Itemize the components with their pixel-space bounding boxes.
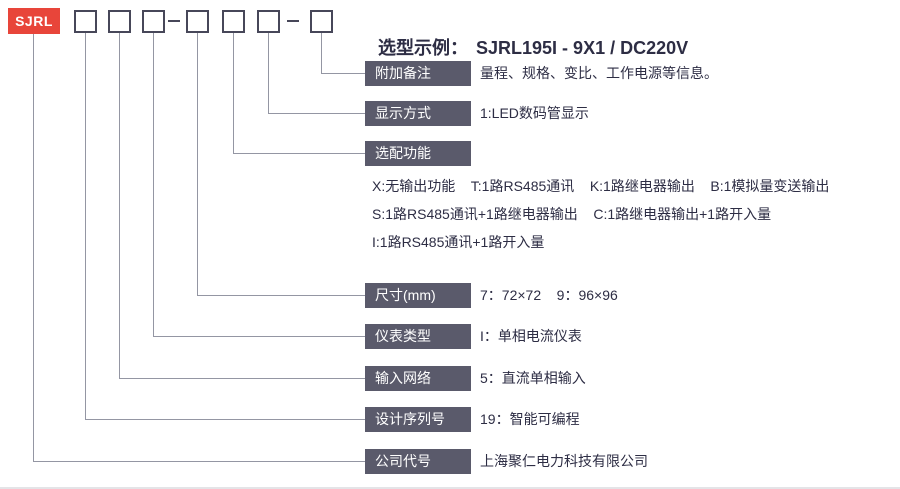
field-label-company-code: 公司代号 [365, 449, 471, 474]
optional-functions-line-3: I:1路RS485通讯+1路开入量 [372, 234, 545, 250]
connector-display-mode-v [268, 33, 269, 113]
field-desc-dimensions: 7：72×72 9：96×96 [480, 287, 618, 303]
optional-functions-line-2: S:1路RS485通讯+1路继电器输出 C:1路继电器输出+1路开入量 [372, 206, 772, 222]
connector-optional-functions-h [233, 153, 365, 154]
connector-input-network-h [119, 378, 365, 379]
connector-meter-type-h [153, 336, 365, 337]
model-example-label: 选型示例： [378, 38, 469, 58]
field-desc-display-mode: 1:LED数码管显示 [480, 105, 589, 121]
connector-company-code-v [33, 34, 34, 461]
connector-remarks-h [321, 73, 365, 74]
code-box-meter-type [142, 10, 165, 33]
bottom-divider [0, 487, 900, 489]
code-box-remarks [310, 10, 333, 33]
field-desc-company-code: 上海聚仁电力科技有限公司 [480, 453, 648, 469]
connector-design-series-h [85, 419, 365, 420]
code-separator-dash-2 [287, 20, 299, 22]
field-label-remarks: 附加备注 [365, 61, 471, 86]
connector-design-series-v [85, 33, 86, 419]
field-desc-design-series: 19：智能可编程 [480, 411, 580, 427]
connector-company-code-h [33, 461, 365, 462]
optional-functions-line-1: X:无输出功能 T:1路RS485通讯 K:1路继电器输出 B:1模拟量变送输出 [372, 178, 830, 194]
code-box-dimensions [186, 10, 209, 33]
field-label-dimensions: 尺寸(mm) [365, 283, 471, 308]
code-box-optional-functions [222, 10, 245, 33]
code-separator-dash-1 [168, 20, 180, 22]
code-box-display-mode [257, 10, 280, 33]
field-label-input-network: 输入网络 [365, 366, 471, 391]
field-label-meter-type: 仪表类型 [365, 324, 471, 349]
connector-meter-type-v [153, 33, 154, 336]
field-label-optional-functions: 选配功能 [365, 141, 471, 166]
connector-dimensions-v [197, 33, 198, 295]
field-label-display-mode: 显示方式 [365, 101, 471, 126]
field-desc-remarks: 量程、规格、变比、工作电源等信息。 [480, 65, 718, 81]
model-example: 选型示例： SJRL195I - 9X1 / DC220V [358, 9, 688, 58]
field-desc-meter-type: I：单相电流仪表 [480, 328, 582, 344]
model-example-value: SJRL195I - 9X1 / DC220V [476, 38, 689, 58]
connector-input-network-v [119, 33, 120, 378]
brand-label: SJRL [15, 13, 53, 29]
connector-display-mode-h [268, 113, 365, 114]
code-box-design-series [74, 10, 97, 33]
brand-badge: SJRL [8, 8, 60, 34]
connector-dimensions-h [197, 295, 365, 296]
field-desc-input-network: 5：直流单相输入 [480, 370, 586, 386]
code-box-input-network [108, 10, 131, 33]
connector-optional-functions-v [233, 33, 234, 153]
connector-remarks-v [321, 33, 322, 73]
field-label-design-series: 设计序列号 [365, 407, 471, 432]
